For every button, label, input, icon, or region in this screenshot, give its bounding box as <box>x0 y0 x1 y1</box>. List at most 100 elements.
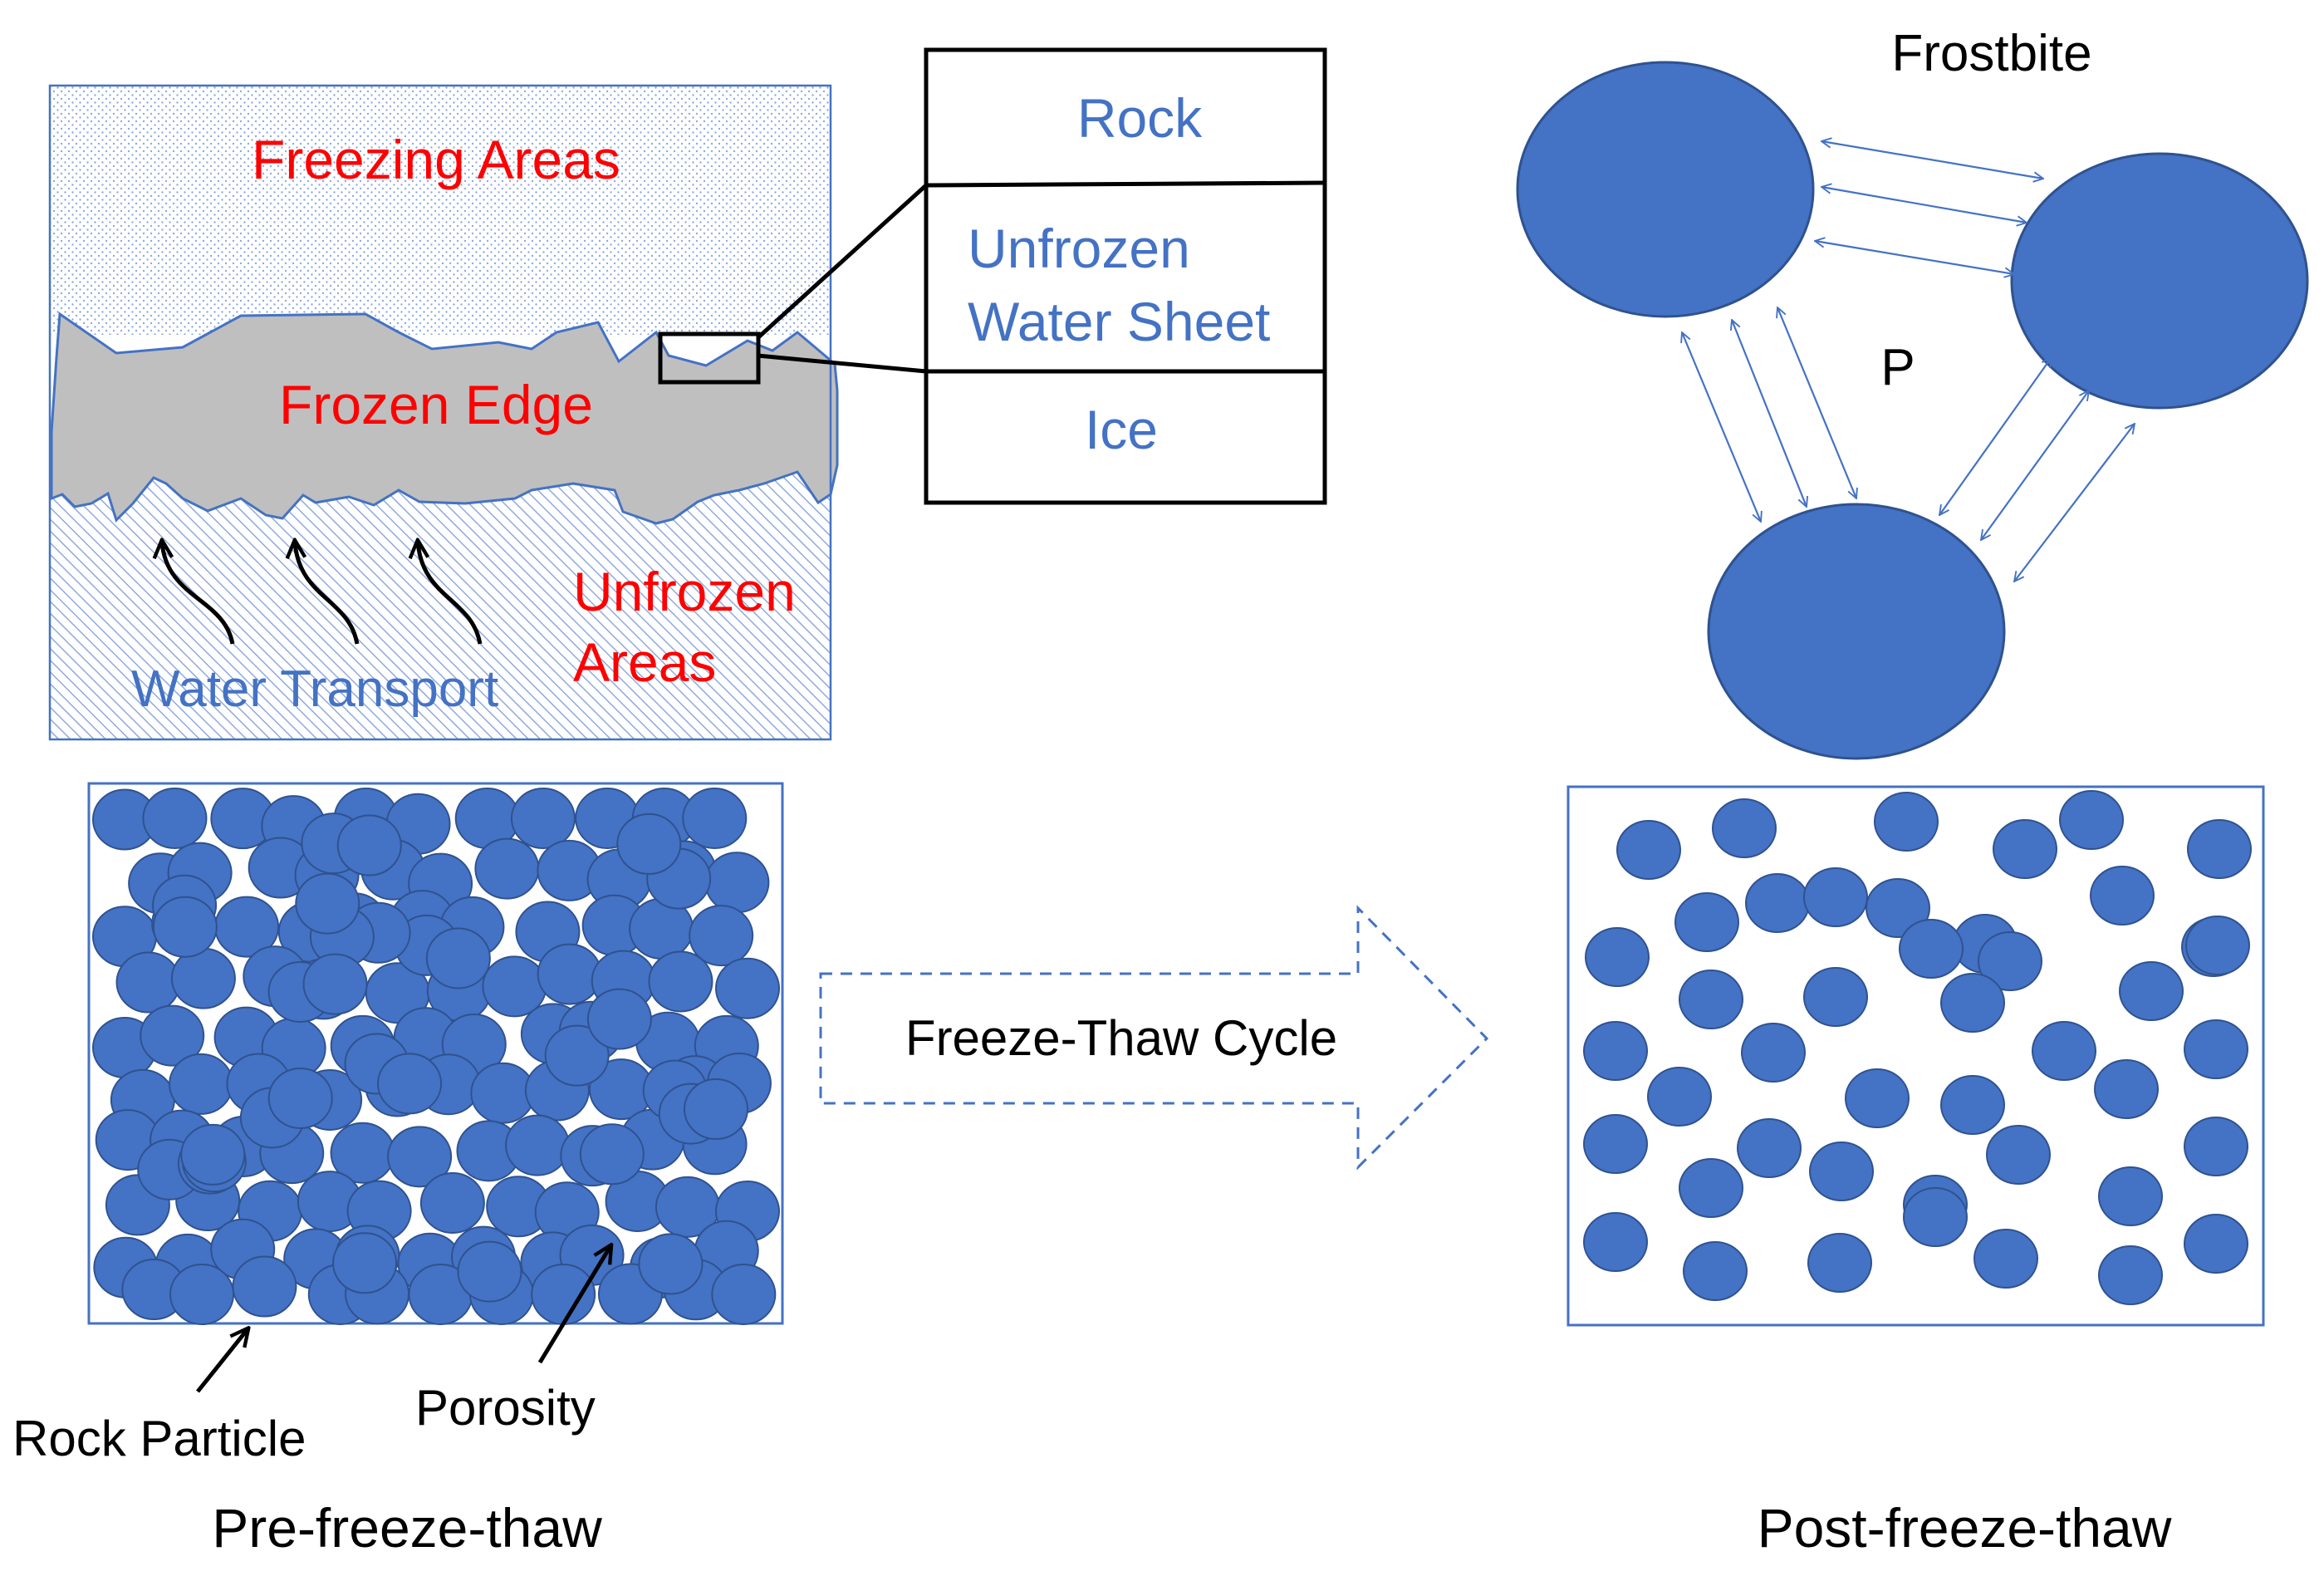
frostbite-particle-bottom <box>1707 503 2006 760</box>
rock-particle <box>1585 927 1650 987</box>
rock-particle <box>377 1053 443 1115</box>
rock-particle <box>1674 892 1739 952</box>
pressure-arrow <box>1939 357 2052 515</box>
rock-particle-label: Rock Particle <box>12 1411 306 1466</box>
pressure-arrow <box>1815 241 2014 274</box>
freezing-panel-border <box>48 84 832 741</box>
pressure-arrow <box>1981 390 2089 540</box>
rock-particle <box>2098 1166 2163 1226</box>
rock-particle <box>1874 792 1939 852</box>
rock-particle <box>1993 819 2057 879</box>
rock-particle <box>1745 873 1810 933</box>
zoom-divider-1 <box>925 180 1326 188</box>
porosity-pointer <box>537 1246 610 1364</box>
frozen-edge-region <box>50 312 839 525</box>
zoom-connector-bottom <box>757 353 927 374</box>
frozen-edge-label: Frozen Edge <box>279 374 593 435</box>
rock-particle <box>682 788 748 849</box>
rock-particle <box>387 1126 453 1188</box>
rock-particle <box>115 951 181 1014</box>
rock-particle <box>180 1123 246 1186</box>
rock-particle <box>1807 1233 1872 1293</box>
rock-particle <box>1809 1141 1874 1201</box>
unfrozen-areas-label-line1: Unfrozen <box>573 561 796 622</box>
pre-freeze-thaw-caption: Pre-freeze-thaw <box>212 1497 602 1559</box>
rock-particle <box>510 788 576 849</box>
rock-particle <box>1712 798 1777 858</box>
rock-particle <box>1616 820 1681 880</box>
rock-particle <box>1583 1212 1648 1272</box>
rock-particle <box>715 957 780 1019</box>
rock-particle <box>419 1171 485 1234</box>
rock-particle <box>267 1067 333 1129</box>
rock-particle <box>2094 1059 2159 1119</box>
pressure-arrow <box>2014 424 2135 582</box>
rock-particle <box>1679 970 1743 1029</box>
rock-particle <box>295 872 360 935</box>
rock-particle <box>1741 1023 1806 1083</box>
rock-particle <box>332 1232 398 1294</box>
rock-particle <box>1583 1114 1648 1174</box>
water-transport-label: Water Transport <box>131 660 498 718</box>
rock-particle <box>2059 790 2124 850</box>
water-transport-arrow-3 <box>418 542 483 645</box>
post-freeze-thaw-panel: Post-freeze-thaw <box>1566 785 2265 1559</box>
rock-particle <box>2184 1117 2248 1176</box>
pressure-arrow <box>1777 307 1856 498</box>
rock-particle <box>2119 961 2184 1021</box>
rock-particle <box>544 1024 610 1087</box>
post-freeze-thaw-caption: Post-freeze-thaw <box>1758 1497 2172 1559</box>
rock-particle <box>457 1240 522 1303</box>
rock-particle <box>586 988 652 1050</box>
rock-particle <box>1940 973 2005 1033</box>
rock-particle <box>232 1255 297 1318</box>
rock-particle <box>711 1264 777 1325</box>
pressure-arrow <box>1821 141 2043 179</box>
post-particles <box>1583 790 2252 1305</box>
rock-particle <box>1973 1229 2038 1289</box>
water-transport-arrow-2 <box>295 542 360 645</box>
rock-particle <box>1737 1118 1802 1178</box>
porosity-label: Porosity <box>415 1380 596 1436</box>
freezing-areas-label: Freezing Areas <box>252 129 620 190</box>
rock-particle <box>1583 1021 1648 1081</box>
zoom-rock-label: Rock <box>1077 87 1203 149</box>
rock-particle <box>169 1264 235 1325</box>
freezing-areas-region <box>50 86 831 335</box>
cycle-arrow-label: Freeze-Thaw Cycle <box>905 1010 1337 1066</box>
freezing-panel: Freezing Areas Frozen Edge Unfrozen Area… <box>48 84 839 741</box>
zoom-box: Rock Unfrozen Water Sheet Ice <box>756 47 1327 505</box>
rock-particle <box>579 1123 645 1186</box>
zoom-connector-top <box>756 184 928 340</box>
rock-particle <box>1845 1068 1910 1128</box>
rock-particle <box>2184 1214 2248 1274</box>
freeze-thaw-cycle-arrow: Freeze-Thaw Cycle <box>819 905 1489 1171</box>
pre-particles <box>92 788 780 1325</box>
rock-particle <box>684 1078 749 1141</box>
pre-freeze-thaw-panel: Rock Particle Porosity Pre-freeze-thaw <box>12 782 784 1559</box>
rock-particle <box>531 1264 596 1325</box>
zoom-selection-box <box>658 331 761 385</box>
rock-particle <box>2185 916 2250 975</box>
cycle-arrow-shape <box>819 905 1489 1171</box>
rock-particle <box>648 950 713 1013</box>
rock-particle <box>1803 967 1868 1027</box>
rock-particle <box>1683 1241 1748 1301</box>
rock-particle <box>1803 867 1868 927</box>
rock-particle <box>336 814 402 876</box>
rock-particle <box>689 905 754 967</box>
rock-particle <box>1647 1067 1712 1127</box>
rock-particle <box>1899 919 1964 979</box>
zoom-box-border <box>924 47 1327 505</box>
rock-particle <box>2184 1019 2248 1079</box>
frostbite-diagram: Frostbite P <box>1516 25 2309 760</box>
rock-particle <box>638 1233 704 1295</box>
water-transport-arrow-1 <box>162 542 235 645</box>
rock-particle <box>169 1053 234 1115</box>
rock-particle-pointer <box>196 1329 248 1393</box>
frostbite-title: Frostbite <box>1891 25 2091 82</box>
rock-particle <box>152 896 218 958</box>
frostbite-particle-right <box>2010 152 2309 410</box>
rock-particle <box>1903 1187 1968 1247</box>
